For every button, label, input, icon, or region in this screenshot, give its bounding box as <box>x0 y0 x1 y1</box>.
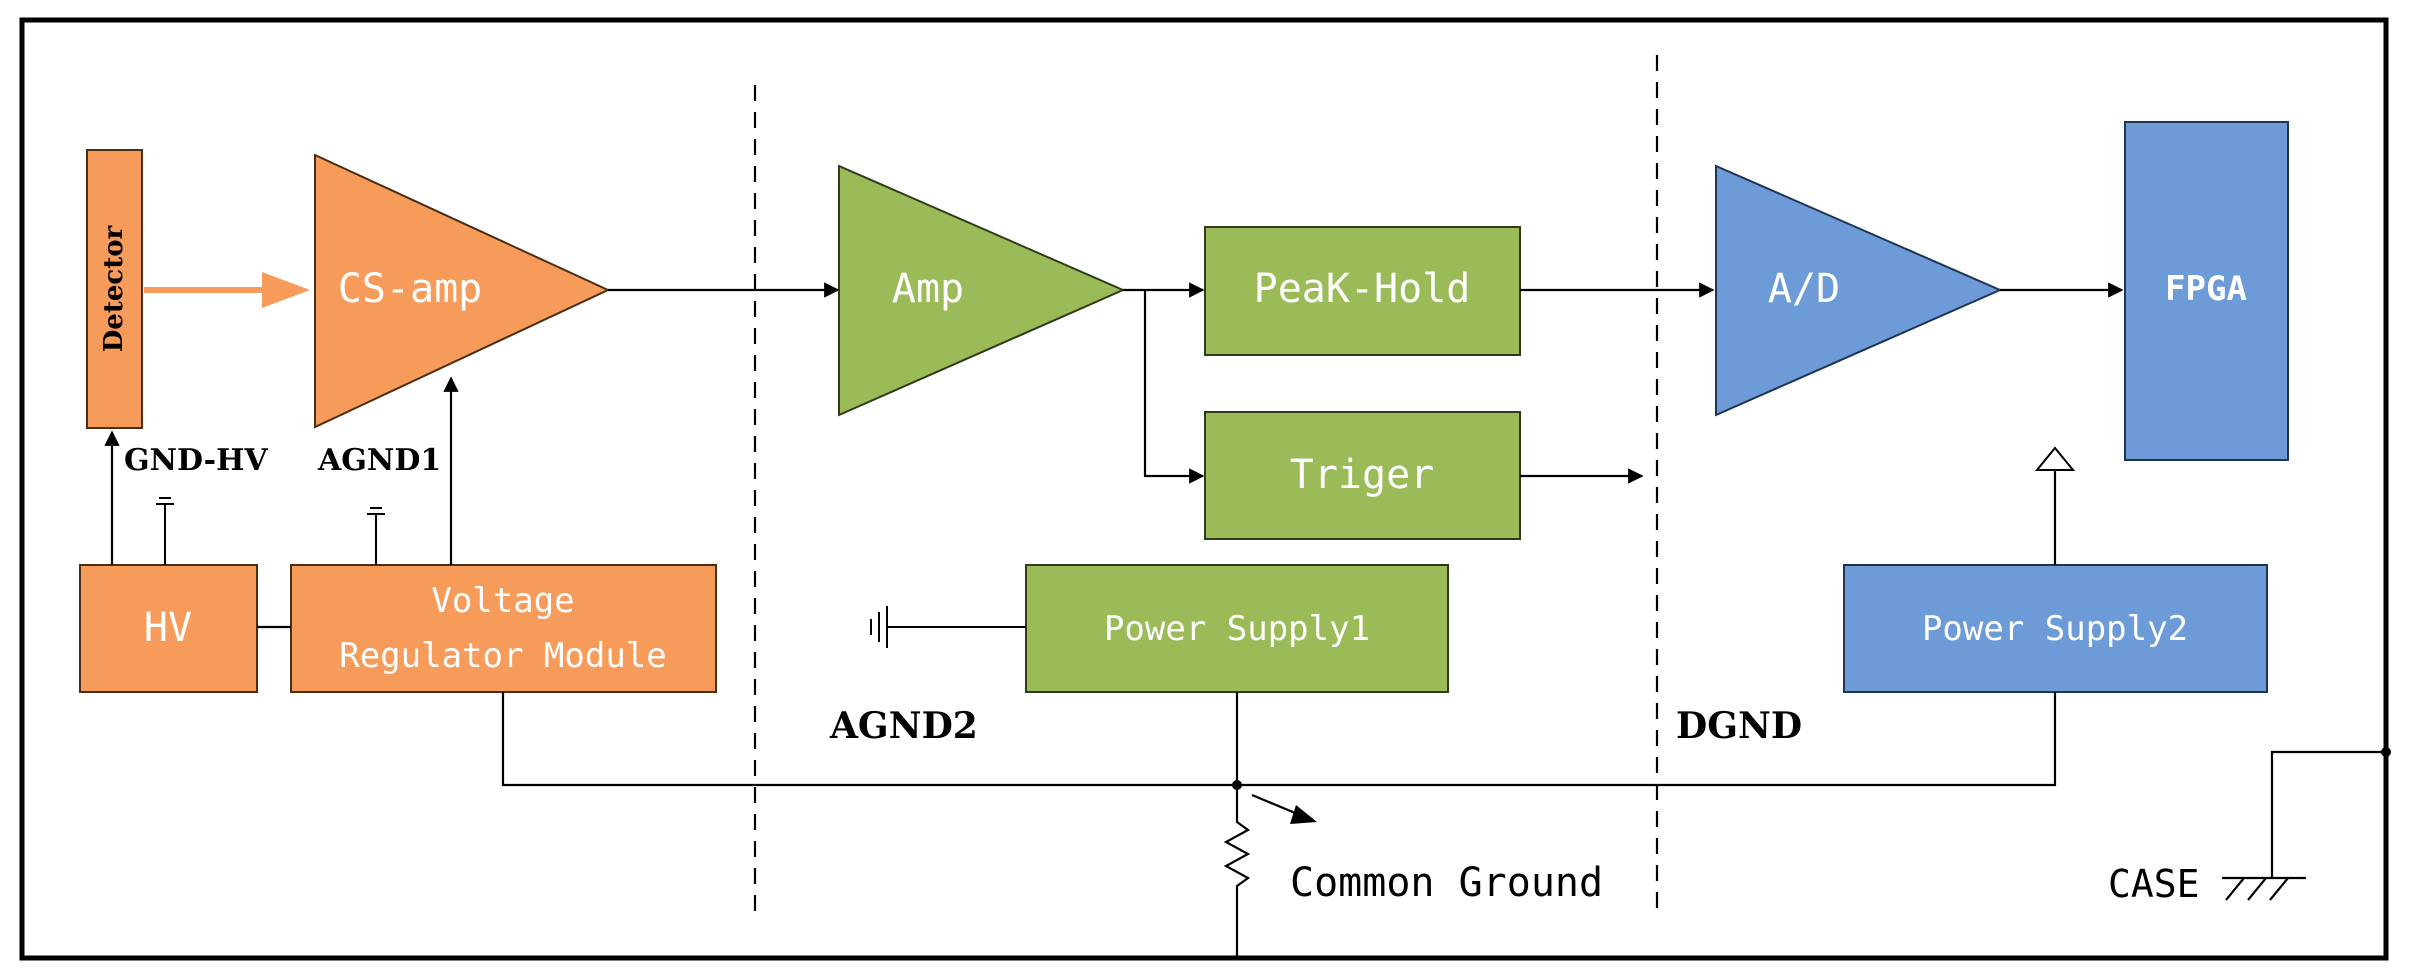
common-ground-switch-icon <box>1251 793 1317 824</box>
power-supply1-label: Power Supply1 <box>1104 609 1370 649</box>
gnd-hv-ground-symbol-icon <box>156 497 174 565</box>
ps2-to-fpga-hollow-arrow-icon <box>2034 446 2076 565</box>
common-ground-bus <box>501 692 2057 787</box>
voltage-regulator-label-line1: Voltage <box>431 581 574 621</box>
common-ground-label: Common Ground <box>1290 860 1603 906</box>
voltage-regulator-label-line2: Regulator Module <box>339 636 667 676</box>
hv-block: HV <box>79 564 258 693</box>
detector-label: Detector <box>99 225 129 352</box>
power-supply2-label: Power Supply2 <box>1922 609 2188 649</box>
detector-to-csamp-arrow <box>144 272 310 308</box>
cs-amp-block: CS-amp <box>314 153 611 429</box>
triger-label: Triger <box>1290 452 1435 498</box>
case-chassis-ground-icon <box>2222 747 2391 901</box>
voltage-regulator-block: Voltage Regulator Module <box>290 564 717 693</box>
amp-block: Amp <box>838 164 1126 417</box>
common-ground-resistor-icon <box>1223 785 1251 958</box>
agnd2-label: AGND2 <box>829 705 978 747</box>
agnd1-label: AGND1 <box>317 443 441 478</box>
power-supply1-block: Power Supply1 <box>1025 564 1449 693</box>
ad-block: A/D <box>1715 164 2003 417</box>
dgnd-label: DGND <box>1676 705 1802 747</box>
amp-label: Amp <box>892 266 964 312</box>
fpga-block: FPGA <box>2124 121 2289 461</box>
fpga-label: FPGA <box>2165 269 2247 309</box>
power-supply2-block: Power Supply2 <box>1843 564 2268 693</box>
case-label: CASE <box>2108 862 2200 906</box>
cs-amp-label: CS-amp <box>338 266 483 312</box>
triger-block: Triger <box>1204 411 1521 540</box>
agnd1-ground-symbol-icon <box>367 507 385 565</box>
peak-hold-block: PeaK-Hold <box>1204 226 1521 356</box>
peak-hold-label: PeaK-Hold <box>1254 266 1471 312</box>
gnd-hv-label: GND-HV <box>124 443 268 478</box>
amp-to-triger-wire <box>1143 290 1205 484</box>
ad-label: A/D <box>1768 266 1840 312</box>
detector-block: Detector <box>86 149 143 429</box>
hv-label: HV <box>144 605 192 651</box>
agnd2-ground-symbol-icon <box>870 606 1026 648</box>
